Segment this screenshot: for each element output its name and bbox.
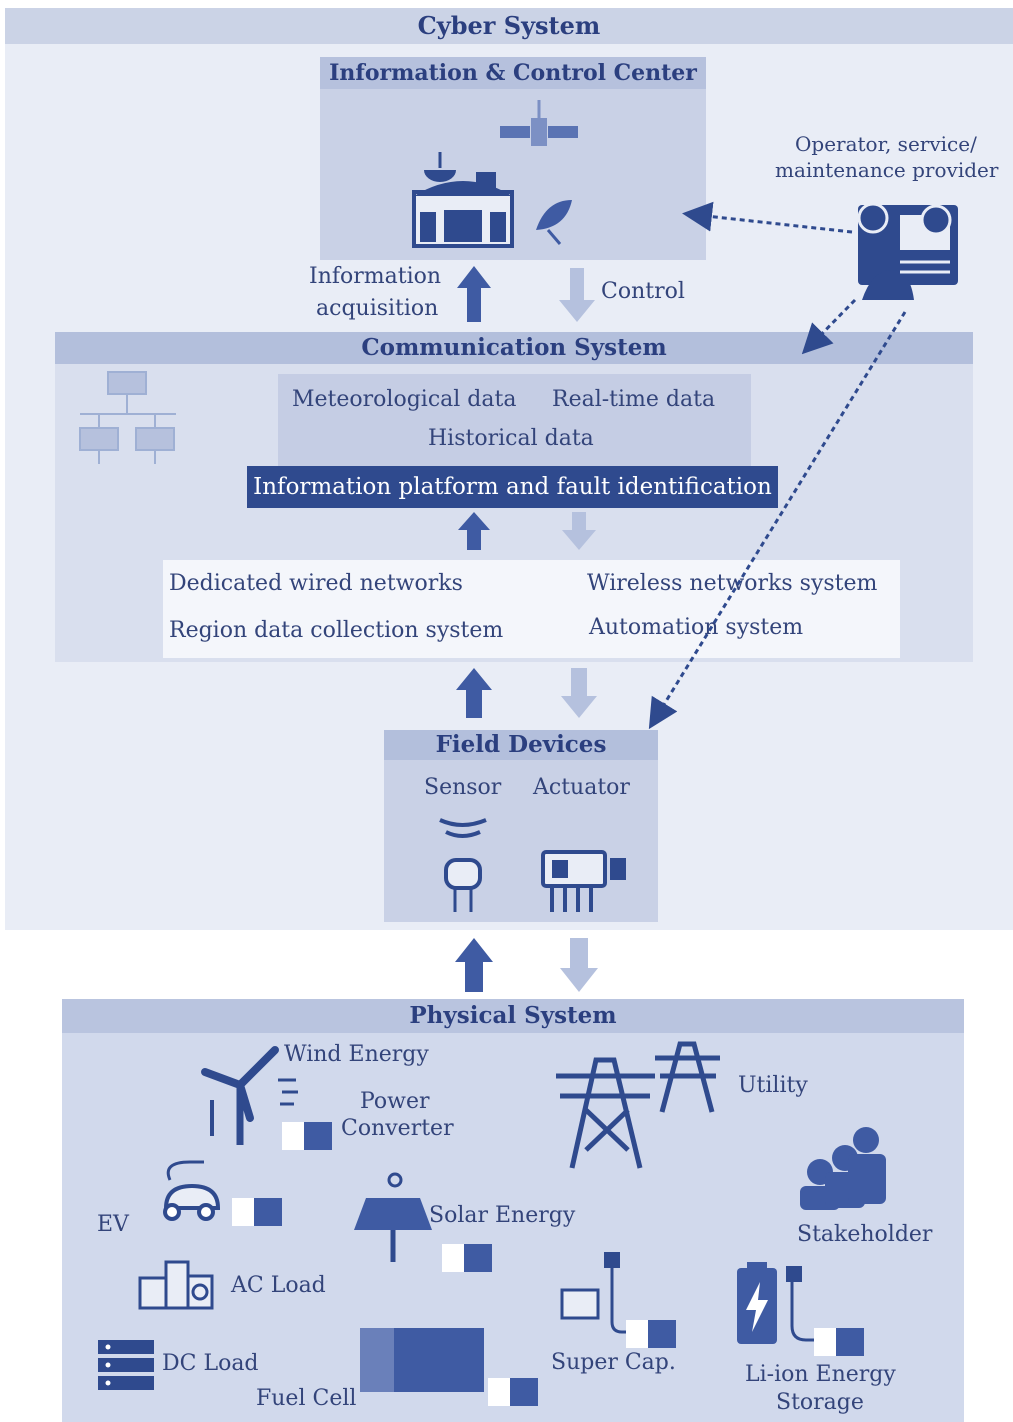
operator-label-line2: maintenance provider <box>775 158 999 182</box>
fuel-cell-label: Fuel Cell <box>256 1386 357 1411</box>
satellite-dish-icon <box>536 200 572 245</box>
power-converter-icon <box>282 1122 332 1150</box>
super-capacitor-icon <box>560 1252 676 1348</box>
power-converter-label-line2: Converter <box>341 1116 454 1141</box>
liion-storage-label-line2: Storage <box>776 1390 864 1415</box>
control-building-icon <box>412 152 514 248</box>
ac-load-label: AC Load <box>231 1273 326 1298</box>
physical-system-title-bar <box>62 999 964 1033</box>
information-acquisition-label-line1: Information <box>309 264 442 289</box>
physical-up-arrow <box>455 938 493 992</box>
control-down-arrow <box>559 268 595 322</box>
historical-data-label: Historical data <box>428 426 594 451</box>
meteorological-data-label: Meteorological data <box>292 387 517 412</box>
dc-load-label: DC Load <box>162 1351 259 1376</box>
control-center-title-bar <box>320 57 706 89</box>
satellite-icon <box>500 100 578 146</box>
cyber-system-title: Cyber System <box>417 11 601 40</box>
sensor-icon <box>439 818 487 912</box>
super-cap-label: Super Cap. <box>551 1350 676 1375</box>
field-devices-title: Field Devices <box>435 731 607 758</box>
realtime-data-label: Real-time data <box>552 387 716 412</box>
operator-label-line1: Operator, service/ <box>795 132 977 156</box>
automation-system-label: Automation system <box>589 615 804 640</box>
wind-turbine-icon <box>201 1046 298 1145</box>
control-center-title: Information & Control Center <box>329 60 697 86</box>
ac-load-icon <box>138 1260 214 1310</box>
dc-load-server-icon <box>98 1340 154 1390</box>
fuel-cell-icon <box>360 1328 538 1406</box>
actuator-icon <box>541 850 626 912</box>
networks-box <box>163 560 900 658</box>
network-topology-icon <box>79 371 176 464</box>
communication-system-title: Communication System <box>361 334 667 361</box>
wind-energy-label: Wind Energy <box>284 1042 429 1067</box>
information-acquisition-label-line2: acquisition <box>316 296 439 321</box>
operator-icon <box>857 202 958 300</box>
physical-system-title: Physical System <box>409 1002 617 1029</box>
liion-storage-label-line1: Li-ion Energy <box>745 1362 896 1387</box>
solar-panel-icon <box>354 1172 492 1272</box>
operator-dashed-arrows <box>648 201 907 730</box>
cyber-system-title-bar <box>5 8 1013 44</box>
dedicated-wired-networks-label: Dedicated wired networks <box>169 571 463 596</box>
platform-up-arrow <box>458 512 490 550</box>
data-box <box>278 374 751 466</box>
sensor-label: Sensor <box>424 775 502 800</box>
liion-battery-icon <box>737 1262 864 1356</box>
utility-label: Utility <box>738 1073 808 1098</box>
control-label: Control <box>601 279 685 304</box>
field-down-arrow <box>561 668 597 718</box>
actuator-label: Actuator <box>533 775 630 800</box>
platform-down-arrow <box>562 512 596 550</box>
region-data-collection-label: Region data collection system <box>169 618 504 643</box>
power-converter-label-line1: Power <box>360 1089 430 1114</box>
stakeholder-label: Stakeholder <box>797 1222 933 1247</box>
info-acquisition-up-arrow <box>457 266 491 322</box>
information-platform-box: Information platform and fault identific… <box>247 466 778 508</box>
field-devices-title-bar <box>384 730 658 760</box>
utility-tower-icon <box>556 1041 720 1169</box>
ev-icon <box>163 1160 282 1226</box>
ev-label: EV <box>97 1212 129 1237</box>
physical-down-arrow <box>560 938 598 992</box>
solar-energy-label: Solar Energy <box>429 1203 576 1228</box>
field-devices-box <box>384 730 658 922</box>
field-up-arrow <box>456 668 492 718</box>
stakeholder-icon <box>800 1127 886 1210</box>
